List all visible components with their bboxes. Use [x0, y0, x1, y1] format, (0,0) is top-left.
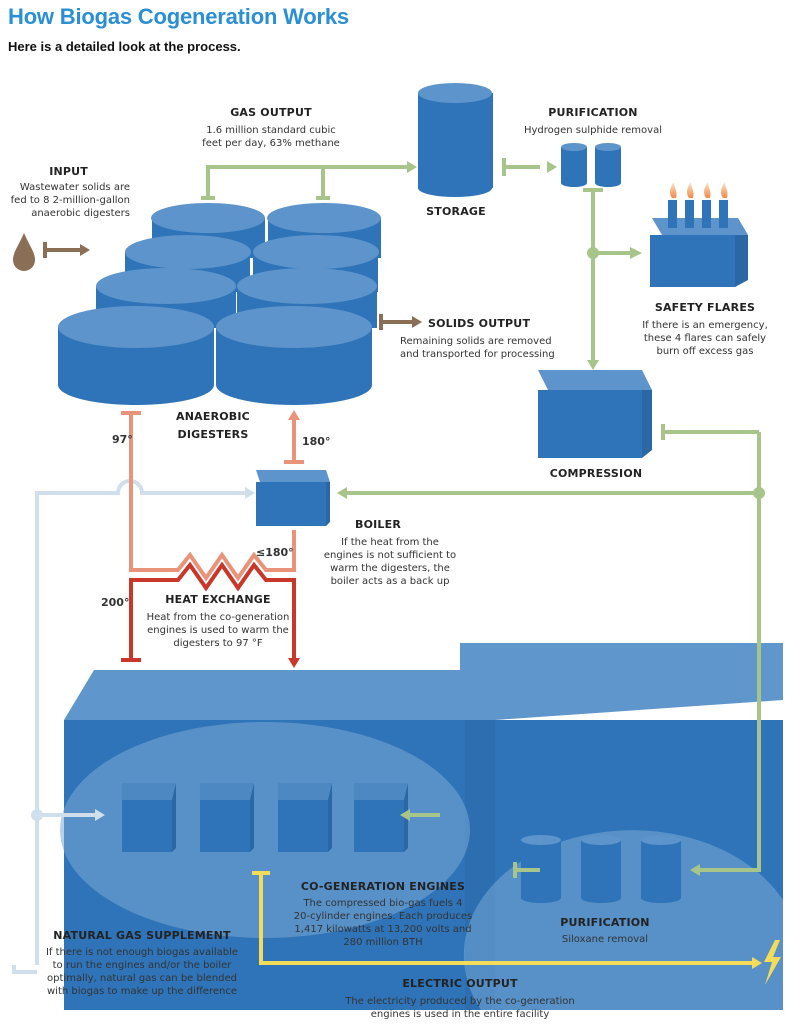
- digesters-heading-2: DIGESTERS: [177, 428, 249, 441]
- digesters-heading-1: ANAEROBIC: [176, 410, 250, 423]
- natural-gas-desc-1: If there is not enough biogas available: [45, 947, 239, 958]
- input-heading: INPUT: [49, 165, 88, 178]
- natural-gas-desc-4: with biogas to make up the difference: [46, 986, 237, 997]
- boiler-desc-3: warm the digesters, the: [330, 563, 450, 574]
- engine-room-area: [60, 722, 470, 938]
- storage-tank-icon: [418, 83, 493, 197]
- purification-bottom-desc: Siloxane removal: [561, 934, 649, 945]
- boiler-heading: BOILER: [354, 518, 402, 531]
- engines-desc-2: 20-cylinder engines. Each produces: [293, 911, 473, 922]
- engines-heading: CO-GENERATION ENGINES: [300, 880, 466, 893]
- engines-desc-3: 1,417 kilowatts at 13,200 volts and: [294, 924, 472, 935]
- engines-desc-4: 280 million BTH: [343, 937, 423, 948]
- page-title: How Biogas Cogeneration Works: [8, 4, 349, 29]
- safety-flares-icon: [650, 182, 748, 287]
- electric-output-desc-1: The electricity produced by the co-gener…: [345, 996, 575, 1007]
- natural-gas-desc-2: to run the engines and/or the boiler: [52, 960, 232, 971]
- heat-exchange-desc-1: Heat from the co-generation: [146, 612, 290, 623]
- temp-200-label: 200°: [101, 596, 130, 609]
- electric-output-heading: ELECTRIC OUTPUT: [402, 977, 518, 990]
- hydrogen-sulphide-tanks-icon: [561, 143, 621, 187]
- natural-gas-heading: NATURAL GAS SUPPLEMENT: [53, 929, 231, 942]
- cogeneration-engines-icon: [122, 783, 408, 852]
- safety-flares-desc-1: If there is an emergency,: [642, 320, 768, 331]
- heat-exchange-desc-3: digesters to 97 °F: [173, 638, 263, 649]
- compression-heading: COMPRESSION: [549, 467, 643, 480]
- boiler-desc-4: boiler acts as a back up: [330, 576, 450, 587]
- flame-icons: [670, 182, 728, 198]
- heat-exchange-heading: HEAT EXCHANGE: [165, 593, 271, 606]
- engines-desc-1: The compressed bio-gas fuels 4: [303, 898, 463, 909]
- biogas-arrowheads: [337, 161, 700, 876]
- electric-output-desc-2: engines is used in the entire facility: [370, 1009, 550, 1020]
- heat-exchange-desc-2: engines is used to warm the: [147, 625, 289, 636]
- safety-flares-desc-2: these 4 flares can safely: [643, 333, 767, 344]
- solids-output-heading: SOLIDS OUTPUT: [428, 317, 531, 330]
- solids-pipes: [43, 242, 412, 330]
- purification-top-heading: PURIFICATION: [548, 106, 638, 119]
- page-subtitle: Here is a detailed look at the process.: [8, 39, 241, 54]
- heat-pipes: [121, 411, 304, 662]
- gas-output-desc-1: 1.6 million standard cubic: [206, 125, 336, 136]
- safety-flares-heading: SAFETY FLARES: [654, 301, 756, 314]
- siloxane-tanks-icon: [521, 835, 681, 903]
- input-desc-1: Wastewater solids are: [19, 182, 130, 193]
- engine-1: [122, 783, 176, 852]
- anaerobic-digesters-icon: [58, 203, 381, 405]
- solids-output-desc-2: and transported for processing: [400, 349, 555, 360]
- natural-gas-desc-3: optimally, natural gas can be blended: [47, 973, 237, 984]
- input-desc-3: anaerobic digesters: [31, 208, 130, 219]
- purification-bottom-heading: PURIFICATION: [560, 916, 650, 929]
- engine-3: [278, 783, 332, 852]
- electric-pipes: [252, 871, 752, 965]
- gas-output-heading: GAS OUTPUT: [230, 106, 312, 119]
- safety-flares-desc-3: burn off excess gas: [656, 346, 754, 357]
- compression-unit-icon: [538, 370, 652, 458]
- engine-4: [354, 783, 408, 852]
- engine-2: [200, 783, 254, 852]
- boiler-desc-1: If the heat from the: [341, 537, 439, 548]
- boiler-desc-2: engines is not sufficient to: [323, 550, 457, 561]
- purification-top-desc: Hydrogen sulphide removal: [523, 125, 662, 136]
- solids-output-desc-1: Remaining solids are removed: [400, 336, 552, 347]
- input-desc-2: fed to 8 2-million-gallon: [10, 195, 130, 206]
- temp-180-label: 180°: [302, 435, 331, 448]
- wastewater-drop-icon: [13, 233, 35, 271]
- natural-gas-pipes: [12, 479, 245, 974]
- temp-97-label: 97°: [112, 433, 133, 446]
- boiler-icon: [256, 470, 330, 526]
- lightning-icon: [764, 940, 781, 985]
- biogas-pipes: [201, 158, 761, 878]
- storage-heading: STORAGE: [426, 205, 486, 218]
- temp-180b-label: ≤180°: [256, 546, 294, 559]
- gas-output-desc-2: feet per day, 63% methane: [202, 138, 340, 149]
